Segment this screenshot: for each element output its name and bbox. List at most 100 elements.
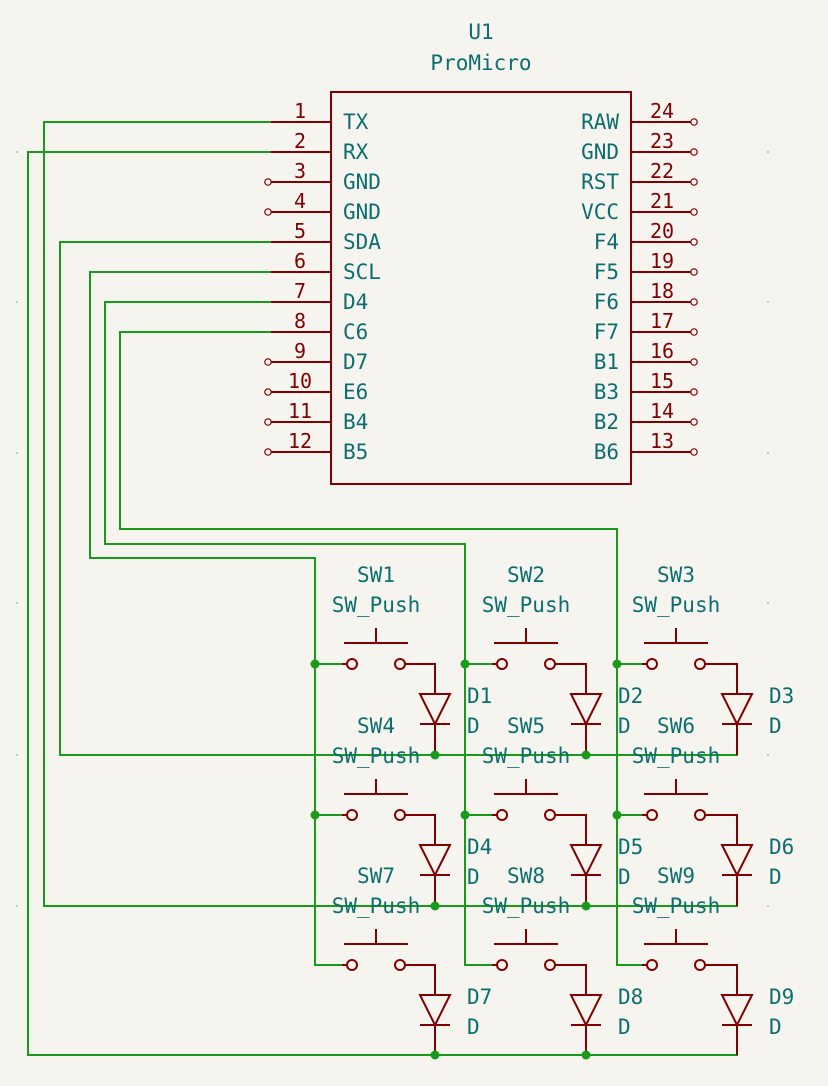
diode-d4: D4D [418,835,492,906]
diode-triangle [720,844,754,878]
switch-ref: SW4 [357,714,395,738]
pin-number: 1 [294,99,306,123]
diode-ref: D1 [467,684,492,708]
pin-name: C6 [343,320,368,344]
switch-diode-lead [405,663,436,694]
pin-number: 18 [650,279,674,303]
unconnected-pin-marker [264,208,272,216]
diode-value: D [467,865,480,889]
switch-ref: SW3 [657,563,695,587]
switch-diode-lead [405,964,436,995]
switch-value: SW_Push [632,894,721,918]
wire-junction [581,1050,591,1060]
switch-terminal [346,809,358,821]
unconnected-pin-marker [264,358,272,366]
diode-ref: D7 [467,985,492,1009]
pin-name: B4 [343,410,368,434]
pin-number: 2 [294,129,306,153]
wire-tx-row3 [43,121,738,907]
pin-name: F7 [594,320,619,344]
wire-sda-row2 [59,241,738,756]
switch-terminal [394,809,406,821]
grid-dot [16,151,18,153]
switch-terminal [394,658,406,670]
wire-d4-col2 [104,301,492,966]
wire-junction [581,901,591,911]
switch-terminal [544,658,556,670]
diode-value: D [467,714,480,738]
diode-d1: D1D [418,684,492,755]
unconnected-pin-marker [690,148,698,156]
unconnected-pin-marker [690,358,698,366]
pin-number: 3 [294,159,306,183]
switch-terminal [646,658,658,670]
switch-ref: SW9 [657,864,695,888]
switch-terminal [544,959,556,971]
diode-d3: D3D [720,684,794,755]
pin-number: 24 [650,99,674,123]
unconnected-pin-marker [264,448,272,456]
diode-ref: D9 [769,985,794,1009]
unconnected-pin-marker [690,388,698,396]
diode-ref: D4 [467,835,492,859]
pin-number: 8 [294,309,306,333]
diode-triangle [418,994,452,1028]
diode-ref: D8 [618,985,643,1009]
diode-value: D [618,1015,631,1039]
diode-d5: D5D [569,835,643,906]
pin-name: RX [343,140,369,164]
pin-name: RAW [581,110,619,134]
unconnected-pin-marker [690,178,698,186]
wire-junction [581,750,591,760]
unconnected-pin-marker [690,448,698,456]
pin-name: GND [343,170,381,194]
unconnected-pin-marker [690,298,698,306]
u1-body [330,91,632,485]
switch-terminal [694,658,706,670]
pin-number: 15 [650,369,674,393]
wire-junction [430,901,440,911]
unconnected-pin-marker [690,328,698,336]
diode-triangle [720,994,754,1028]
grid-dot [767,602,769,604]
switch-ref: SW2 [507,563,545,587]
pin-number: 13 [650,429,674,453]
switch-terminal [646,959,658,971]
diode-triangle [418,844,452,878]
wire-junction [310,659,320,669]
diode-value: D [618,714,631,738]
pin-name: B1 [594,350,619,374]
pin-name: B3 [594,380,619,404]
unconnected-pin-marker [264,388,272,396]
u1-right-pins: 24RAW23GND22RST21VCC20F419F518F617F716B1… [581,99,698,464]
pin-number: 7 [294,279,306,303]
pin-name: GND [343,200,381,224]
pin-name: E6 [343,380,368,404]
wire-junction [460,659,470,669]
grid-dot [16,754,18,756]
switch-terminal [496,809,508,821]
pin-name: VCC [581,200,619,224]
pin-number: 11 [288,399,312,423]
diode-value: D [467,1015,480,1039]
wire-scl-col1 [89,271,342,966]
switch-terminal [394,959,406,971]
pin-name: B6 [594,440,619,464]
diode-value: D [618,865,631,889]
u1-ref: U1 [468,20,493,44]
diode-ref: D5 [618,835,643,859]
pin-name: GND [581,140,619,164]
